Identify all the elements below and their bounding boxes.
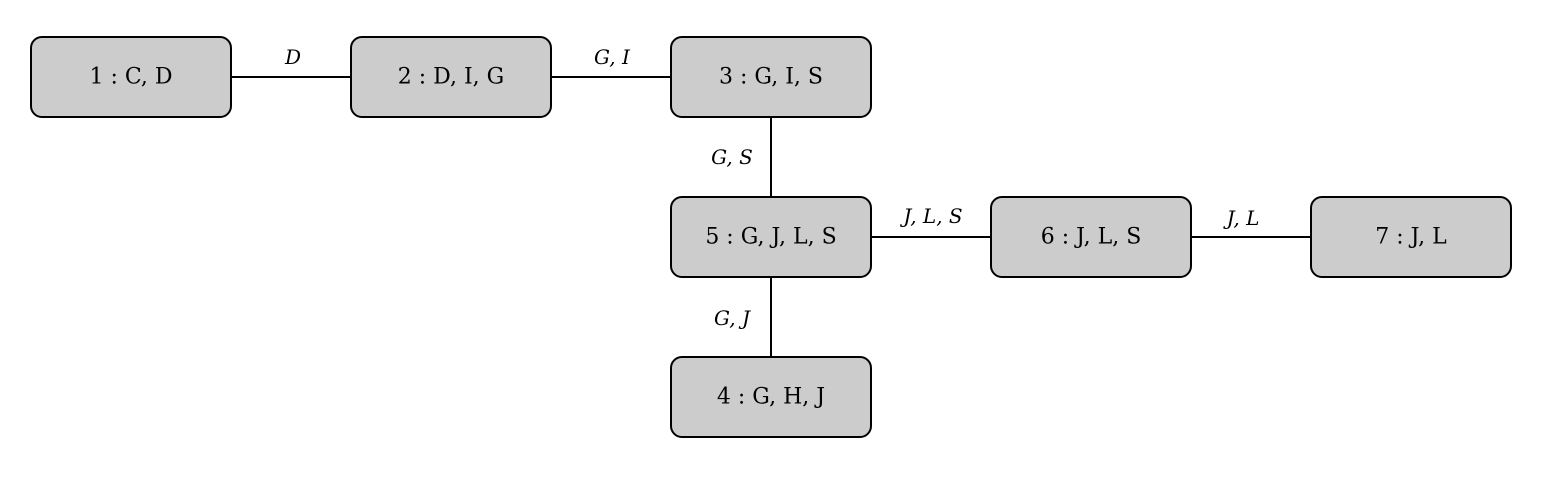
node-3: 3 : G, I, S (670, 36, 872, 118)
node-1-box (30, 36, 232, 118)
node-2: 2 : D, I, G (350, 36, 552, 118)
edge-label-2-3: G, I (594, 45, 631, 69)
edges (231, 76, 1311, 357)
node-5-box (670, 196, 872, 278)
node-5-label: 5 : G, J, L, S (705, 225, 836, 250)
edge-label-6-7: J, L (1223, 206, 1260, 230)
edge-label-5-4: G, J (714, 306, 751, 330)
node-7-label: 7 : J, L (1375, 225, 1447, 250)
edge-label-5-6: J, L, S (899, 204, 962, 228)
node-1: 1 : C, D (30, 36, 232, 118)
edge-labels: D G, I G, S J, L, S J, L G, J (284, 45, 1259, 330)
node-4-box (670, 356, 872, 438)
node-4: 4 : G, H, J (670, 356, 872, 438)
node-2-box (350, 36, 552, 118)
node-6-label: 6 : J, L, S (1041, 225, 1142, 250)
node-5: 5 : G, J, L, S (670, 196, 872, 278)
node-3-box (670, 36, 872, 118)
node-6: 6 : J, L, S (990, 196, 1192, 278)
node-7-box (1310, 196, 1512, 278)
edge-label-3-5: G, S (711, 145, 753, 169)
node-6-box (990, 196, 1192, 278)
node-1-label: 1 : C, D (89, 65, 172, 90)
node-7: 7 : J, L (1310, 196, 1512, 278)
node-4-label: 4 : G, H, J (717, 385, 825, 410)
node-2-label: 2 : D, I, G (398, 65, 505, 90)
node-3-label: 3 : G, I, S (719, 65, 823, 90)
edge-label-1-2: D (284, 45, 301, 69)
